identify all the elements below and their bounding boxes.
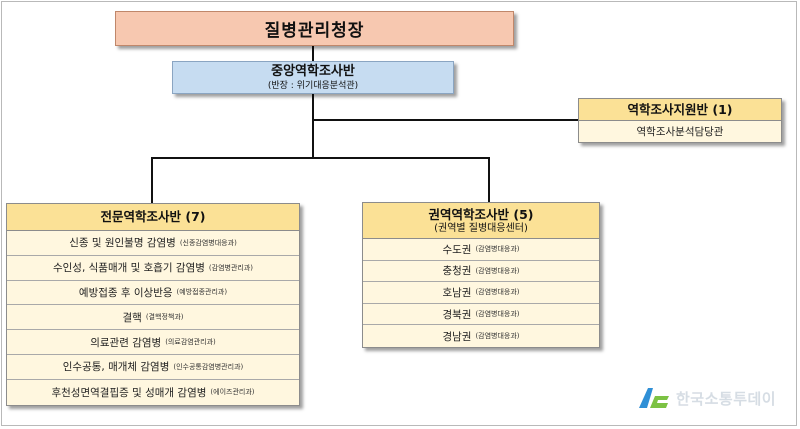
regional-team-title: 권역역학조사반 (5) — [428, 206, 534, 222]
regional-team-item: 경북권(감염병대응과) — [363, 304, 599, 326]
specialist-team-item-label: 의료관련 감염병 — [90, 336, 162, 349]
regional-team-item-label: 호남권 — [442, 286, 472, 299]
connector-trunk — [312, 93, 314, 159]
specialist-team-item: 인수공통, 매개체 감염병(인수공통감염병관리과) — [7, 355, 299, 380]
regional-team-item-department: (감염병대응과) — [475, 288, 520, 297]
support-team-panel: 역학조사지원반 (1) 역학조사분석담당관 — [578, 98, 782, 143]
regional-team-item-label: 경남권 — [442, 330, 472, 343]
regional-team-item-label: 경북권 — [442, 308, 472, 321]
central-team-title: 중앙역학조사반 — [271, 63, 355, 79]
regional-team-item-department: (감염병대응과) — [475, 310, 520, 319]
regional-team-header: 권역역학조사반 (5) (권역별 질병대응센터) — [363, 203, 599, 239]
specialist-team-item: 예방접종 후 이상반응(예방접종관리과) — [7, 281, 299, 306]
support-team-header: 역학조사지원반 (1) — [579, 99, 781, 121]
watermark: 한국소통투데이 — [637, 386, 776, 410]
regional-team-item: 충청권(감염병대응과) — [363, 261, 599, 283]
specialist-team-item-label: 인수공통, 매개체 감염병 — [62, 361, 170, 374]
specialist-team-item: 신종 및 원인불명 감염병(신종감염병대응과) — [7, 231, 299, 256]
specialist-team-header: 전문역학조사반 (7) — [7, 204, 299, 231]
regional-team-item-department: (감염병대응과) — [475, 332, 520, 341]
specialist-team-item-label: 신종 및 원인불명 감염병 — [69, 237, 176, 250]
support-team-item: 역학조사분석담당관 — [579, 121, 781, 142]
regional-team-item-department: (감염병대응과) — [475, 266, 520, 275]
specialist-team-item-label: 후천성면역결핍증 및 성매개 감염병 — [51, 386, 207, 399]
specialist-team-item-label: 수인성, 식품매개 및 호흡기 감염병 — [52, 262, 205, 275]
regional-team-item: 수도권(감염병대응과) — [363, 239, 599, 261]
news-logo-icon — [639, 388, 669, 408]
specialist-team-item-department: (결핵정책과) — [145, 313, 184, 322]
regional-team-item-label: 수도권 — [442, 243, 472, 256]
specialist-team-item: 후천성면역결핍증 및 성매개 감염병(에이즈관리과) — [7, 380, 299, 405]
specialist-team-item-department: (에이즈관리과) — [210, 388, 255, 397]
specialist-team-item-department: (인수공통감염병관리과) — [173, 362, 244, 371]
specialist-team-panel: 전문역학조사반 (7) 신종 및 원인불명 감염병(신종감염병대응과)수인성, … — [6, 203, 300, 406]
regional-team-item: 경남권(감염병대응과) — [363, 325, 599, 347]
watermark-text: 한국소통투데이 — [676, 389, 777, 408]
specialist-team-item: 결핵(결핵정책과) — [7, 305, 299, 331]
specialist-team-item-label: 예방접종 후 이상반응 — [78, 286, 173, 299]
director-box: 질병관리청장 — [115, 11, 514, 46]
director-title: 질병관리청장 — [264, 21, 365, 41]
connector-top-central — [312, 45, 314, 62]
specialist-team-item-label: 결핵 — [122, 311, 142, 324]
regional-team-item-label: 충청권 — [442, 265, 472, 278]
specialist-team-title: 전문역학조사반 (7) — [100, 209, 206, 224]
regional-team-item-department: (감염병대응과) — [475, 245, 520, 254]
regional-team-panel: 권역역학조사반 (5) (권역별 질병대응센터) 수도권(감염병대응과)충청권(… — [362, 202, 600, 348]
specialist-team-item-department: (예방접종관리과) — [176, 288, 228, 297]
specialist-team-item-department: (신종감염병대응과) — [179, 238, 237, 247]
connector-specialist-drop — [151, 157, 153, 204]
specialist-team-item: 의료관련 감염병(의료감염관리과) — [7, 330, 299, 355]
support-team-title: 역학조사지원반 (1) — [627, 101, 733, 117]
support-team-item-label: 역학조사분석담당관 — [636, 126, 724, 138]
connector-support-branch — [313, 119, 578, 121]
central-team-subtitle: (반장 : 위기대응분석관) — [267, 80, 359, 91]
central-team-box: 중앙역학조사반 (반장 : 위기대응분석관) — [172, 61, 454, 94]
specialist-team-item-department: (감염병관리과) — [208, 263, 254, 272]
specialist-team-item: 수인성, 식품매개 및 호흡기 감염병(감염병관리과) — [7, 256, 299, 281]
regional-team-subtitle: (권역별 질병대응센터) — [434, 222, 528, 234]
connector-horizontal-bus — [151, 157, 490, 159]
connector-regional-drop — [488, 157, 490, 203]
specialist-team-item-department: (의료감염관리과) — [165, 338, 216, 347]
regional-team-item: 호남권(감염병대응과) — [363, 282, 599, 304]
